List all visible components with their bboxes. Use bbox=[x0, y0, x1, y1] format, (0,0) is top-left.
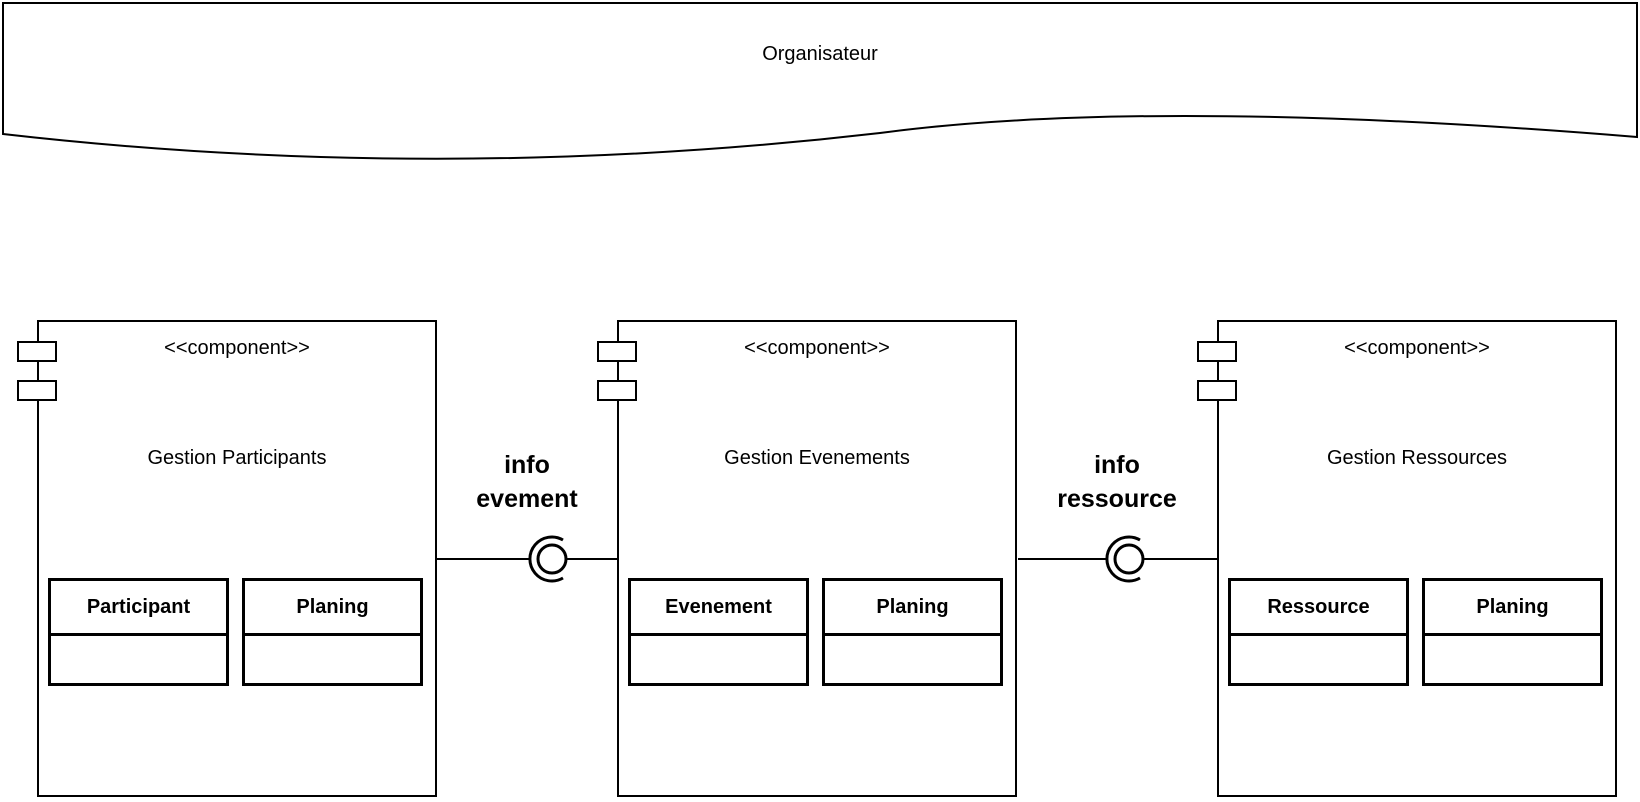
component-stereotype: <<component>> bbox=[1344, 337, 1490, 359]
interface-label-info-evement: info evement bbox=[397, 448, 657, 516]
interface-label-line1: info bbox=[504, 451, 550, 479]
component-name: Gestion Participants bbox=[147, 447, 327, 469]
socket-interface-icon-1 bbox=[528, 535, 564, 583]
class-compartment-empty bbox=[631, 636, 806, 683]
component-icon-tab-top bbox=[17, 341, 57, 362]
organisateur-wave-rectangle bbox=[1, 2, 1638, 160]
class-name: Planing bbox=[1425, 581, 1600, 636]
class-name: Planing bbox=[245, 581, 420, 636]
component-icon-tab-top bbox=[597, 341, 637, 362]
component-gestion-participants: <<component>> Gestion Participants Parti… bbox=[17, 320, 437, 797]
component-name: Gestion Evenements bbox=[724, 447, 910, 469]
class-name: Ressource bbox=[1231, 581, 1406, 636]
class-box-planing: Planing bbox=[1422, 578, 1603, 686]
component-stereotype: <<component>> bbox=[744, 337, 890, 359]
class-compartment-empty bbox=[51, 636, 226, 683]
class-box-evenement: Evenement bbox=[628, 578, 809, 686]
class-compartment-empty bbox=[245, 636, 420, 683]
class-box-planing: Planing bbox=[242, 578, 423, 686]
socket-interface-icon-2 bbox=[1105, 535, 1141, 583]
class-box-participant: Participant bbox=[48, 578, 229, 686]
interface-label-line1: info bbox=[1094, 451, 1140, 479]
class-box-ressource: Ressource bbox=[1228, 578, 1409, 686]
class-compartment-empty bbox=[1425, 636, 1600, 683]
component-icon-tab-top bbox=[1197, 341, 1237, 362]
class-name: Participant bbox=[51, 581, 226, 636]
component-icon-tab-bottom bbox=[597, 380, 637, 401]
component-name: Gestion Ressources bbox=[1326, 447, 1508, 469]
class-name: Evenement bbox=[631, 581, 806, 636]
component-gestion-ressources: <<component>> Gestion Ressources Ressour… bbox=[1197, 320, 1617, 797]
class-compartment-empty bbox=[825, 636, 1000, 683]
organisateur-shape-layer bbox=[1, 2, 1638, 160]
class-compartment-empty bbox=[1231, 636, 1406, 683]
organisateur-label: Organisateur bbox=[762, 43, 878, 65]
component-gestion-evenements: <<component>> Gestion Evenements Eveneme… bbox=[597, 320, 1017, 797]
class-name: Planing bbox=[825, 581, 1000, 636]
ball-interface-icon-2 bbox=[1113, 543, 1145, 575]
component-stereotype: <<component>> bbox=[164, 337, 310, 359]
component-icon-tab-bottom bbox=[17, 380, 57, 401]
ball-interface-icon-1 bbox=[536, 543, 568, 575]
class-box-planing: Planing bbox=[822, 578, 1003, 686]
component-icon-tab-bottom bbox=[1197, 380, 1237, 401]
interface-label-line2: evement bbox=[476, 485, 578, 513]
interface-label-line2: ressource bbox=[1057, 485, 1177, 513]
interface-label-info-ressource: info ressource bbox=[987, 448, 1247, 516]
